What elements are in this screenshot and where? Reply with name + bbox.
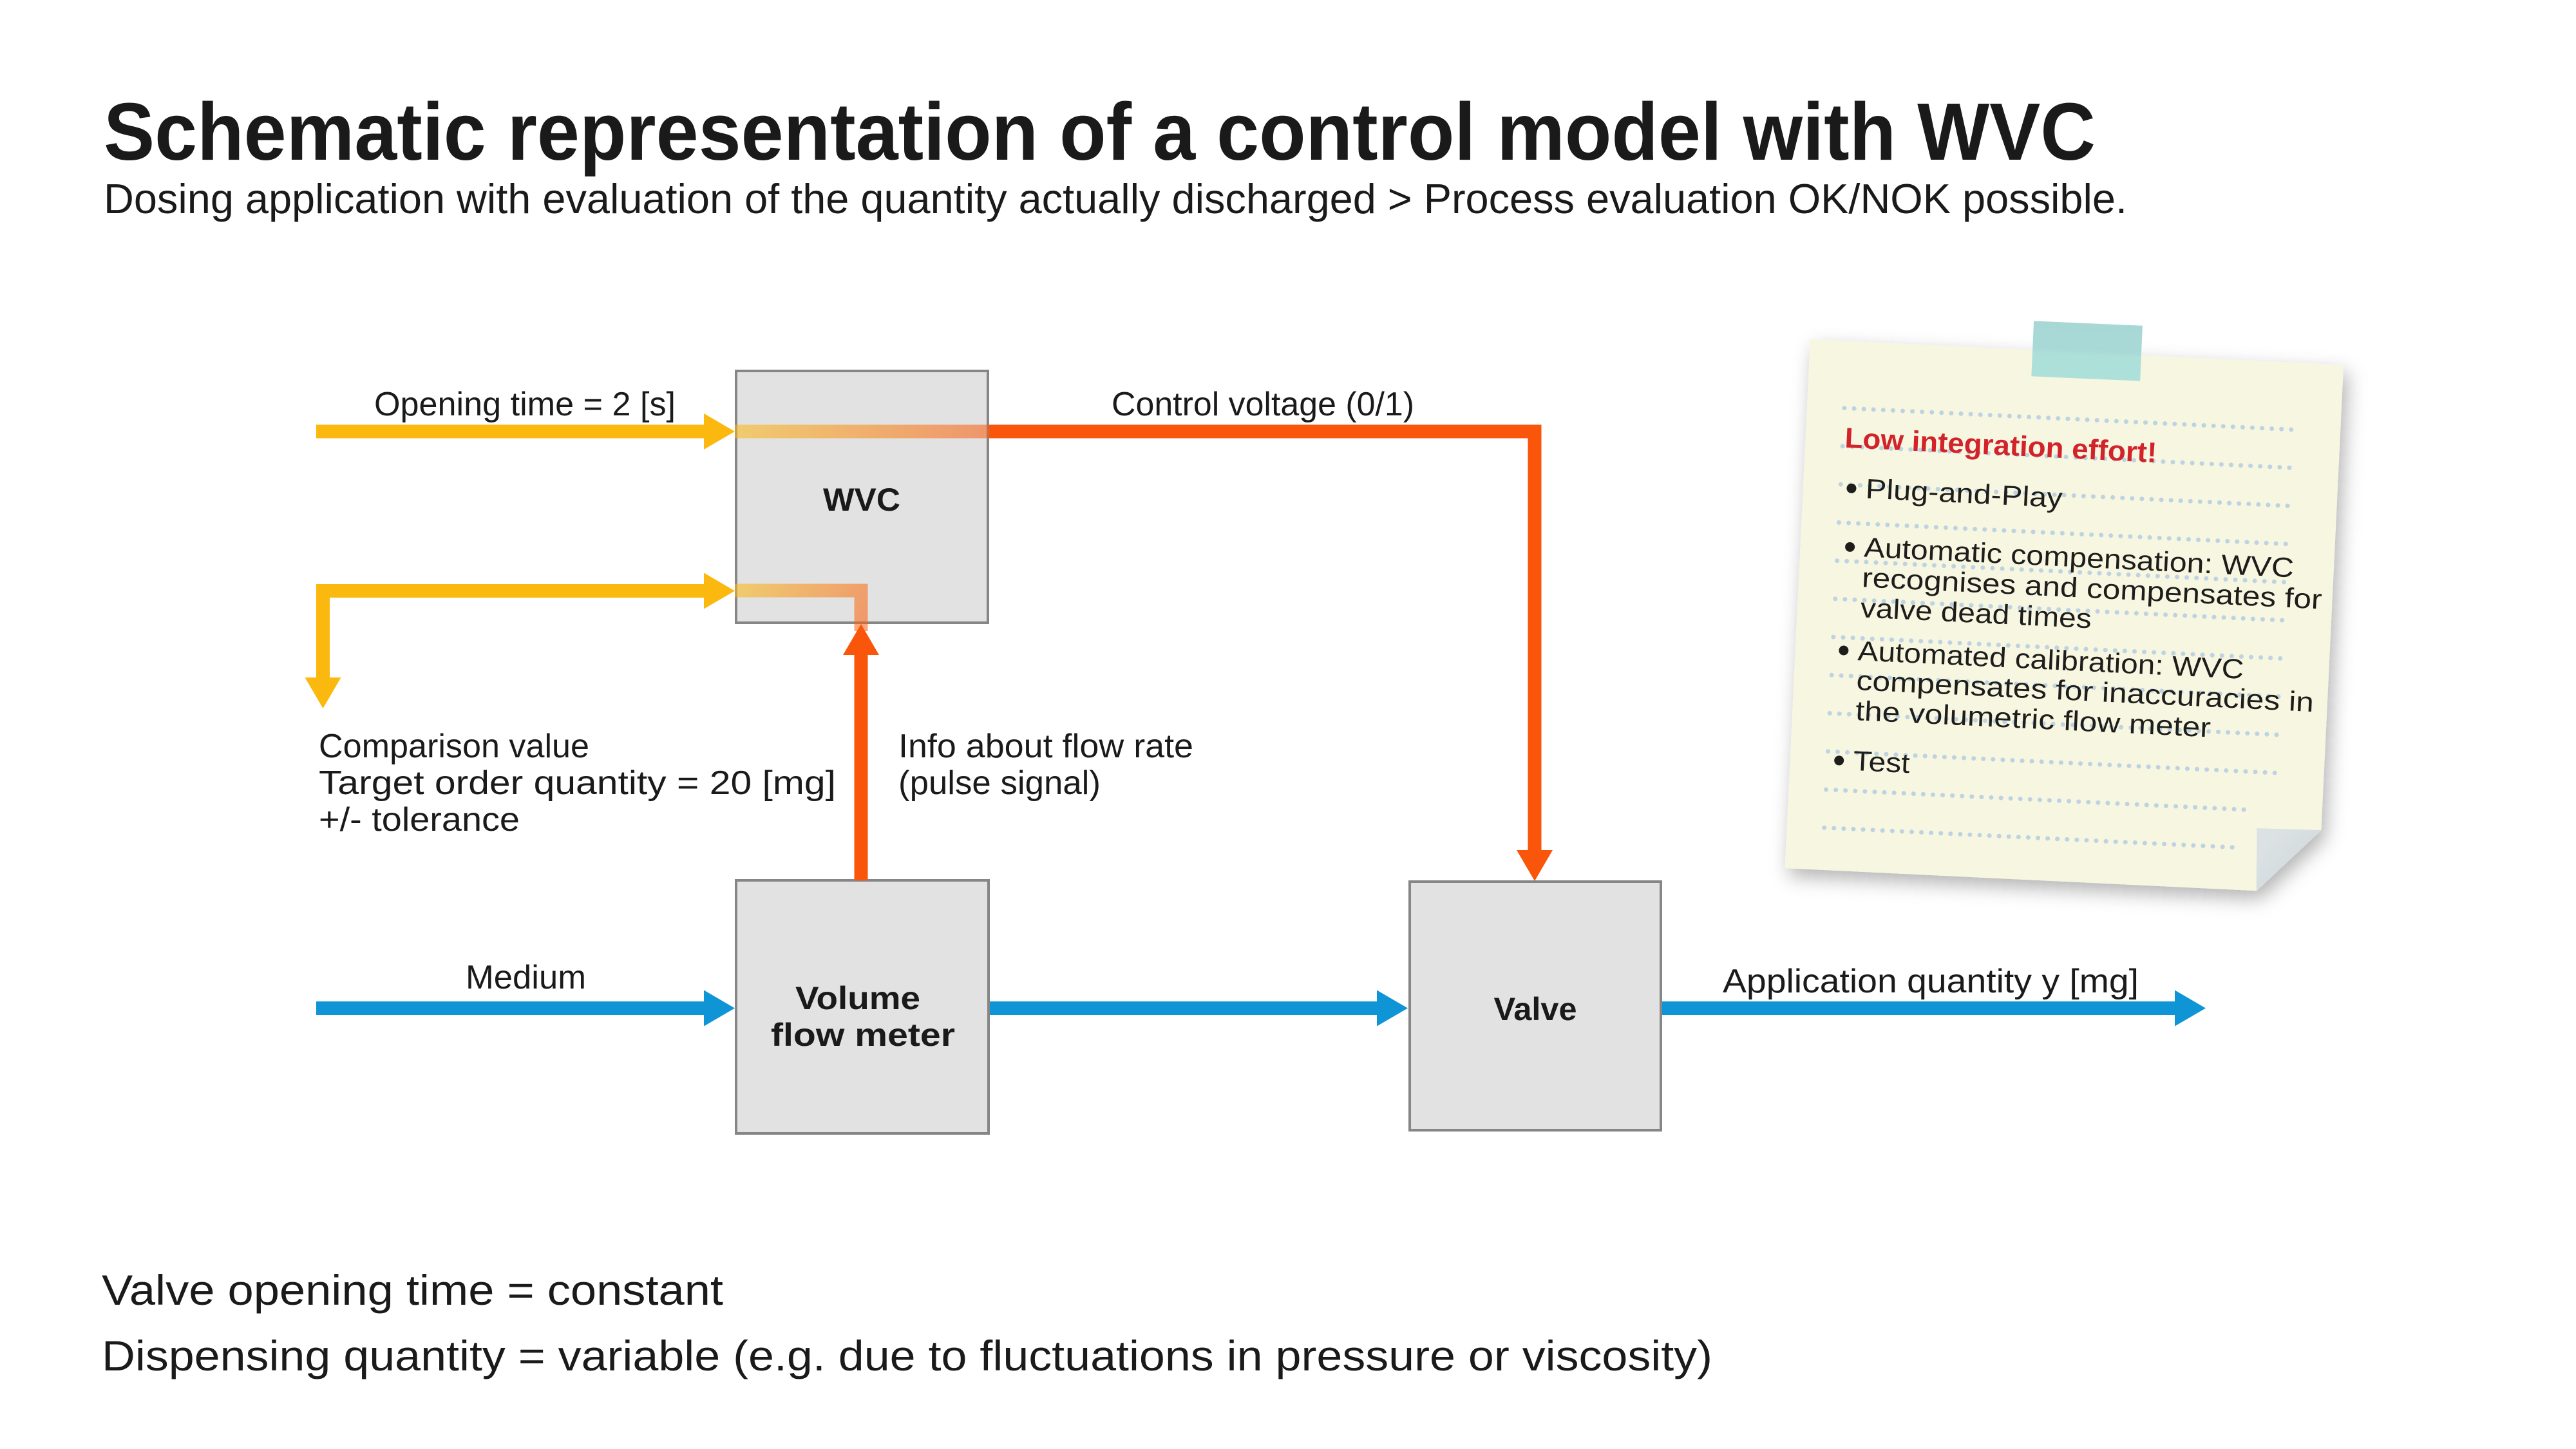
svg-text:Target order quantity = 20 [mg: Target order quantity = 20 [mg] bbox=[319, 764, 836, 802]
svg-text:+/- tolerance: +/- tolerance bbox=[319, 801, 520, 838]
svg-text:Valve: Valve bbox=[1494, 991, 1577, 1027]
svg-text:Valve opening time = constant: Valve opening time = constant bbox=[102, 1266, 723, 1314]
svg-text:Info about flow rate: Info about flow rate bbox=[898, 728, 1193, 765]
svg-text:Test: Test bbox=[1853, 746, 1911, 779]
svg-text:Volume: Volume bbox=[795, 980, 920, 1016]
svg-text:Medium: Medium bbox=[466, 959, 586, 996]
svg-text:flow meter: flow meter bbox=[771, 1017, 955, 1053]
svg-text:Dispensing quantity = variable: Dispensing quantity = variable (e.g. due… bbox=[102, 1332, 1712, 1379]
svg-text:Control voltage (0/1): Control voltage (0/1) bbox=[1112, 386, 1414, 423]
svg-text:Application quantity y [mg]: Application quantity y [mg] bbox=[1723, 963, 2139, 1000]
svg-text:Comparison value: Comparison value bbox=[319, 728, 589, 765]
svg-text:WVC: WVC bbox=[823, 482, 900, 518]
svg-text:Schematic representation of a: Schematic representation of a control mo… bbox=[104, 86, 2096, 177]
svg-text:Opening time = 2 [s]: Opening time = 2 [s] bbox=[374, 386, 676, 423]
svg-text:(pulse signal): (pulse signal) bbox=[898, 764, 1101, 802]
svg-text:Dosing application with evalua: Dosing application with evaluation of th… bbox=[104, 175, 2127, 222]
